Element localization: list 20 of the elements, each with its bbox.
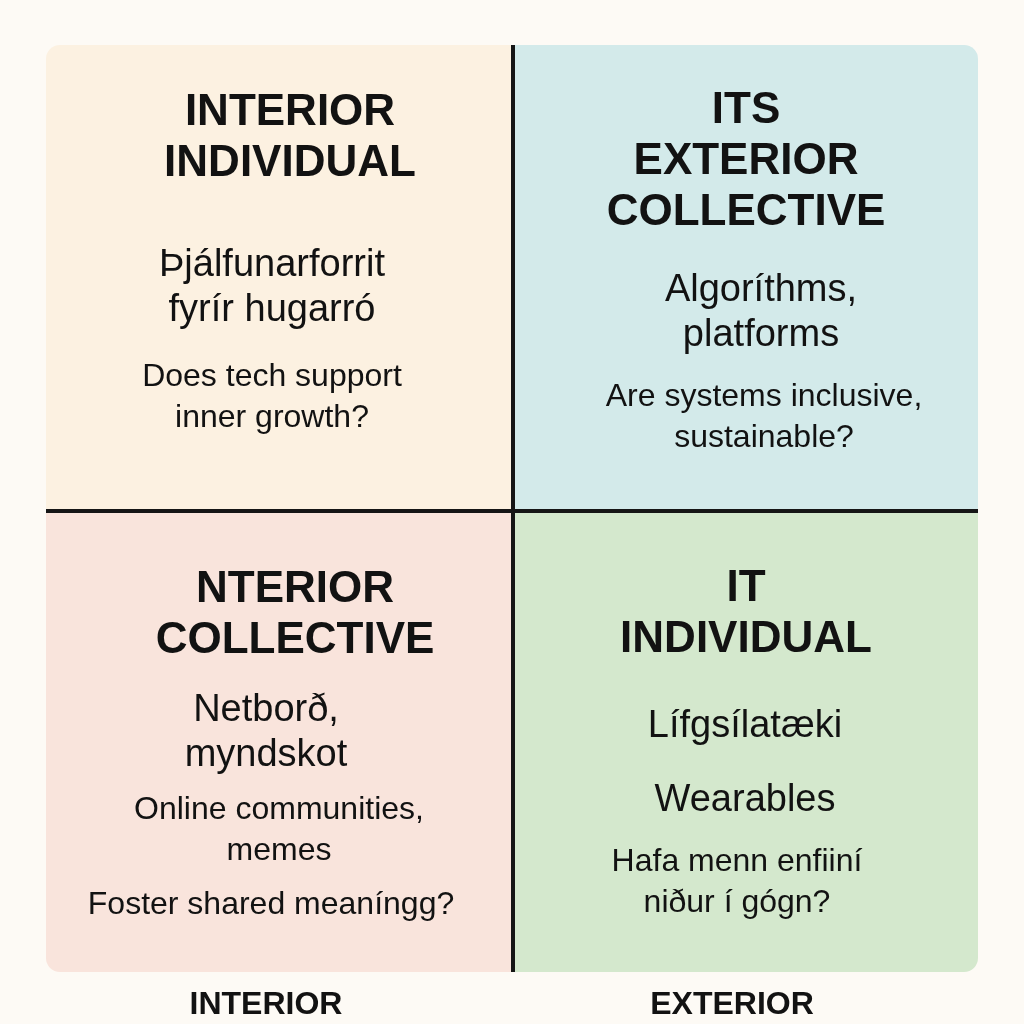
quadrant-example: Netborð, myndskot (183, 686, 349, 776)
quadrant-example: Þjálfunarforrit fyrír hugarró (158, 241, 386, 331)
quadrant-panel (46, 45, 511, 509)
quadrant-heading: ITS EXTERIOR COLLECTIVE (606, 82, 886, 235)
quadrant-question: Foster shared meaníngg? (87, 884, 455, 923)
quadrant-panel (515, 45, 978, 509)
quadrant-question: Online communities, memes (133, 789, 425, 869)
axis-label: INTERIOR (189, 986, 343, 1020)
quadrant-question: Hafa menn enfiiní niður í gógn? (610, 841, 864, 921)
quadrant-panel (515, 513, 978, 972)
quadrant-heading: INTERIOR INDIVIDUAL (164, 84, 416, 186)
quadrant-heading: IT INDIVIDUAL (620, 560, 872, 662)
quadrant-heading: NTERIOR COLLECTIVE (155, 561, 435, 663)
quadrant-question: Does tech support inner growth? (141, 356, 403, 436)
quadrant-example: Algoríthms, platforms (663, 266, 859, 356)
quadrant-question: Are systems inclusive, sustainable? (604, 376, 924, 456)
axis-label: EXTERIOR (650, 986, 814, 1020)
quadrant-example: Lífgsílatæki (647, 702, 843, 747)
quadrant-example: Wearables (654, 776, 836, 821)
quadrant-panel (46, 513, 511, 972)
